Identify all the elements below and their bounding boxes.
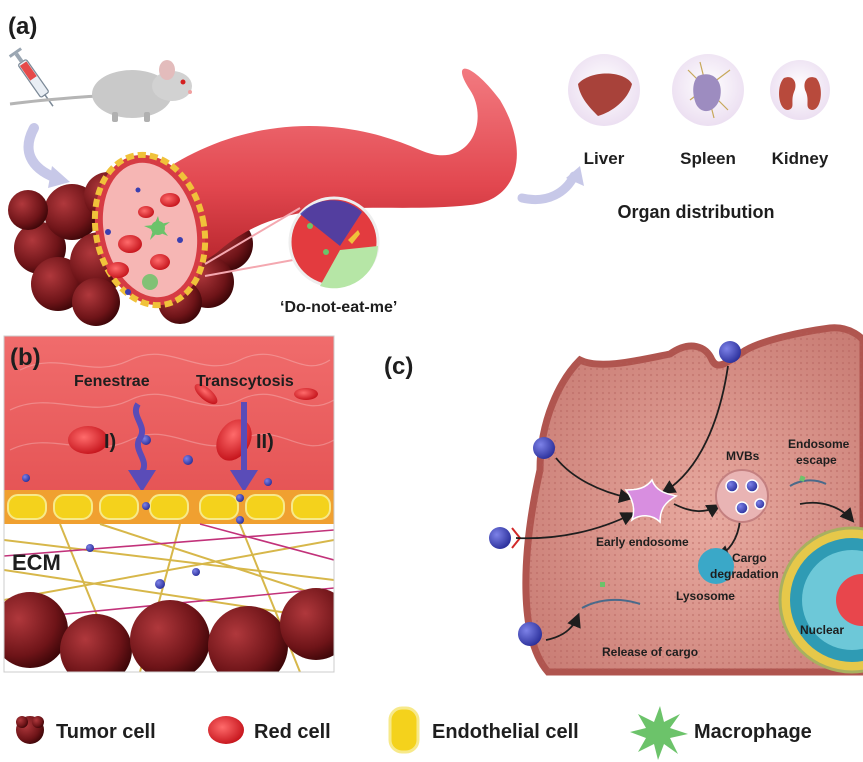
legend-label-red-cell: Red cell [254, 721, 331, 743]
organ-liver: Liver [568, 54, 640, 168]
panel-c-label: (c) [384, 353, 413, 380]
mvb-icon [716, 470, 768, 522]
legend-label-endothelial-cell: Endothelial cell [432, 721, 579, 743]
legend-item-red-cell: Red cell [208, 716, 331, 744]
cargo-degradation-line1: Cargo [732, 551, 767, 565]
panel-b: (b) Fenestrae Transcytosis I) II) ECM [0, 336, 352, 686]
panel-c: (c) Early endosome MVBs Endosome [384, 328, 863, 672]
endothelial-cell-icon [390, 708, 418, 752]
nanoparticle-icon [533, 437, 555, 459]
early-endosome-label: Early endosome [596, 535, 689, 549]
panel-a: (a) [8, 13, 830, 326]
organ-kidney: Kidney [770, 60, 830, 168]
nanoparticle-icon [518, 622, 542, 646]
legend-label-macrophage: Macrophage [694, 721, 812, 743]
nanoparticle-icon [489, 527, 511, 549]
organ-spleen: Spleen [672, 54, 744, 168]
route-one-label: I) [104, 431, 116, 453]
lysosome-label: Lysosome [676, 589, 735, 603]
tumor-cell-icon [16, 716, 44, 744]
red-cell-icon [208, 716, 244, 744]
legend-label-tumor-cell: Tumor cell [56, 721, 156, 743]
panel-a-label: (a) [8, 13, 37, 40]
macrophage-icon [630, 706, 688, 760]
endothelial-row [8, 495, 330, 519]
panel-b-label: (b) [10, 344, 41, 371]
fenestrae-label: Fenestrae [74, 373, 150, 390]
legend-item-macrophage: Macrophage [630, 706, 812, 760]
endosome-escape-line2: escape [796, 453, 837, 467]
mvbs-label: MVBs [726, 449, 760, 463]
route-two-label: II) [256, 431, 274, 453]
nanoparticle-icon [719, 341, 741, 363]
do-not-eat-me-inset [290, 198, 378, 288]
organ-arrow-icon [522, 176, 574, 200]
organ-label-liver: Liver [584, 149, 625, 168]
legend-item-endothelial-cell: Endothelial cell [390, 708, 579, 752]
endosome-escape-line1: Endosome [788, 437, 850, 451]
do-not-eat-me-label: ‘Do-not-eat-me’ [280, 299, 397, 316]
organ-distribution-label: Organ distribution [618, 202, 775, 222]
legend-item-tumor-cell: Tumor cell [16, 716, 156, 744]
release-of-cargo-label: Release of cargo [602, 645, 698, 659]
organ-label-kidney: Kidney [772, 149, 829, 168]
organ-label-spleen: Spleen [680, 149, 736, 168]
cargo-degradation-line2: degradation [710, 567, 779, 581]
transcytosis-label: Transcytosis [196, 373, 294, 390]
ecm-label: ECM [12, 550, 61, 575]
legend: Tumor cell Red cell Endothelial cell Mac… [16, 706, 812, 760]
nuclear-label: Nuclear [800, 623, 844, 637]
